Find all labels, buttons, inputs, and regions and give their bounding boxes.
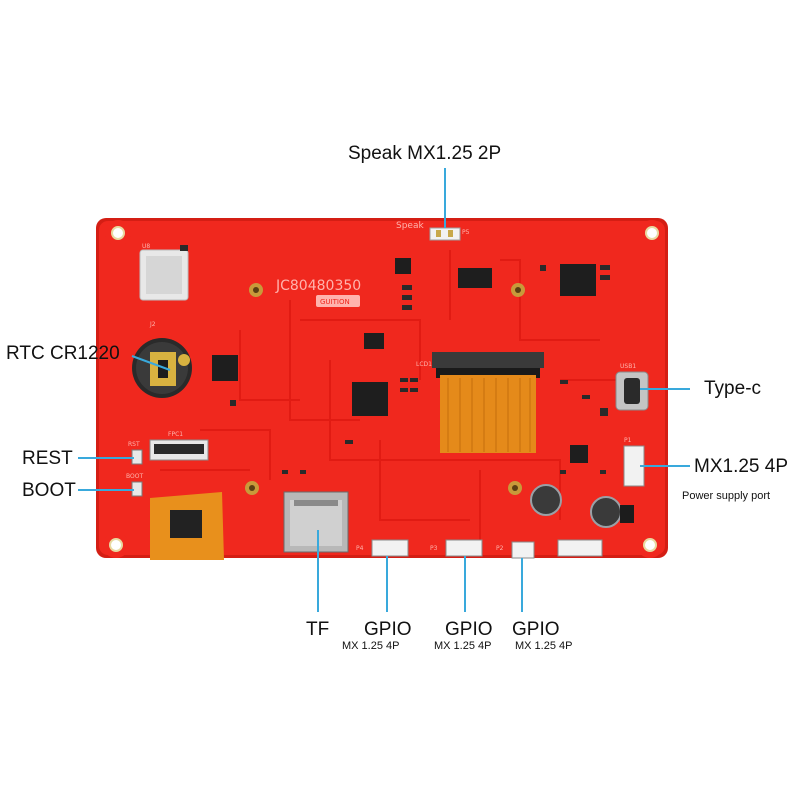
silk-p5: P5 xyxy=(462,229,470,236)
silk-p1: P1 xyxy=(624,437,632,444)
pcb-standoffs xyxy=(245,283,525,495)
usb-type-c-port xyxy=(615,371,649,411)
silk-p4: P4 xyxy=(356,545,364,552)
silk-p2: P2 xyxy=(496,545,504,552)
silk-usb: USB1 xyxy=(620,363,636,370)
gpio2-label: GPIO xyxy=(445,619,493,640)
gpio1-sublabel: MX 1.25 4P xyxy=(342,640,400,652)
silk-u8: U8 xyxy=(142,243,150,250)
silk-rst: RST xyxy=(128,441,140,448)
silk-speak: Speak xyxy=(396,221,424,231)
gpio2-sublabel: MX 1.25 4P xyxy=(434,640,492,652)
pcb-ics xyxy=(212,258,596,463)
board-model-text: JC80480350 xyxy=(275,278,361,294)
rtc-callout-line xyxy=(131,355,171,371)
silkscreen-text: JC80480350 GUITION Speak P5 LCD1 USB1 FP… xyxy=(126,221,636,552)
power-sublabel: Power supply port xyxy=(682,490,771,502)
power-label: MX1.25 4P xyxy=(694,456,788,477)
pcb-passives xyxy=(180,245,610,474)
pcb-traces xyxy=(160,250,620,540)
silk-boot: BOOT xyxy=(126,473,143,480)
tf-label: TF xyxy=(306,619,330,640)
gpio3-sublabel: MX 1.25 4P xyxy=(515,640,573,652)
silk-lcd: LCD1 xyxy=(416,361,432,368)
speak-connector xyxy=(429,227,461,241)
lcd-ribbon xyxy=(432,352,544,453)
electrolytic-capacitors xyxy=(530,484,634,528)
speak-label: Speak MX1.25 2P xyxy=(348,143,502,164)
silk-j2: J2 xyxy=(149,321,156,328)
callout-lines xyxy=(78,168,690,612)
typec-label: Type-c xyxy=(704,378,762,399)
touch-flex-cable xyxy=(150,492,224,560)
u8-module xyxy=(139,249,189,301)
silk-fpc: FPC1 xyxy=(168,431,183,438)
boot-label: BOOT xyxy=(22,480,76,501)
gpio1-label: GPIO xyxy=(364,619,412,640)
rest-label: REST xyxy=(22,448,73,469)
brand-logo: GUITION xyxy=(320,298,350,306)
gpio3-label: GPIO xyxy=(512,619,560,640)
rtc-label: RTC CR1220 xyxy=(6,343,120,364)
tf-card-slot xyxy=(283,491,349,553)
gpio-connectors xyxy=(371,539,603,559)
silk-p3: P3 xyxy=(430,545,438,552)
fpc1-connector xyxy=(149,439,209,461)
